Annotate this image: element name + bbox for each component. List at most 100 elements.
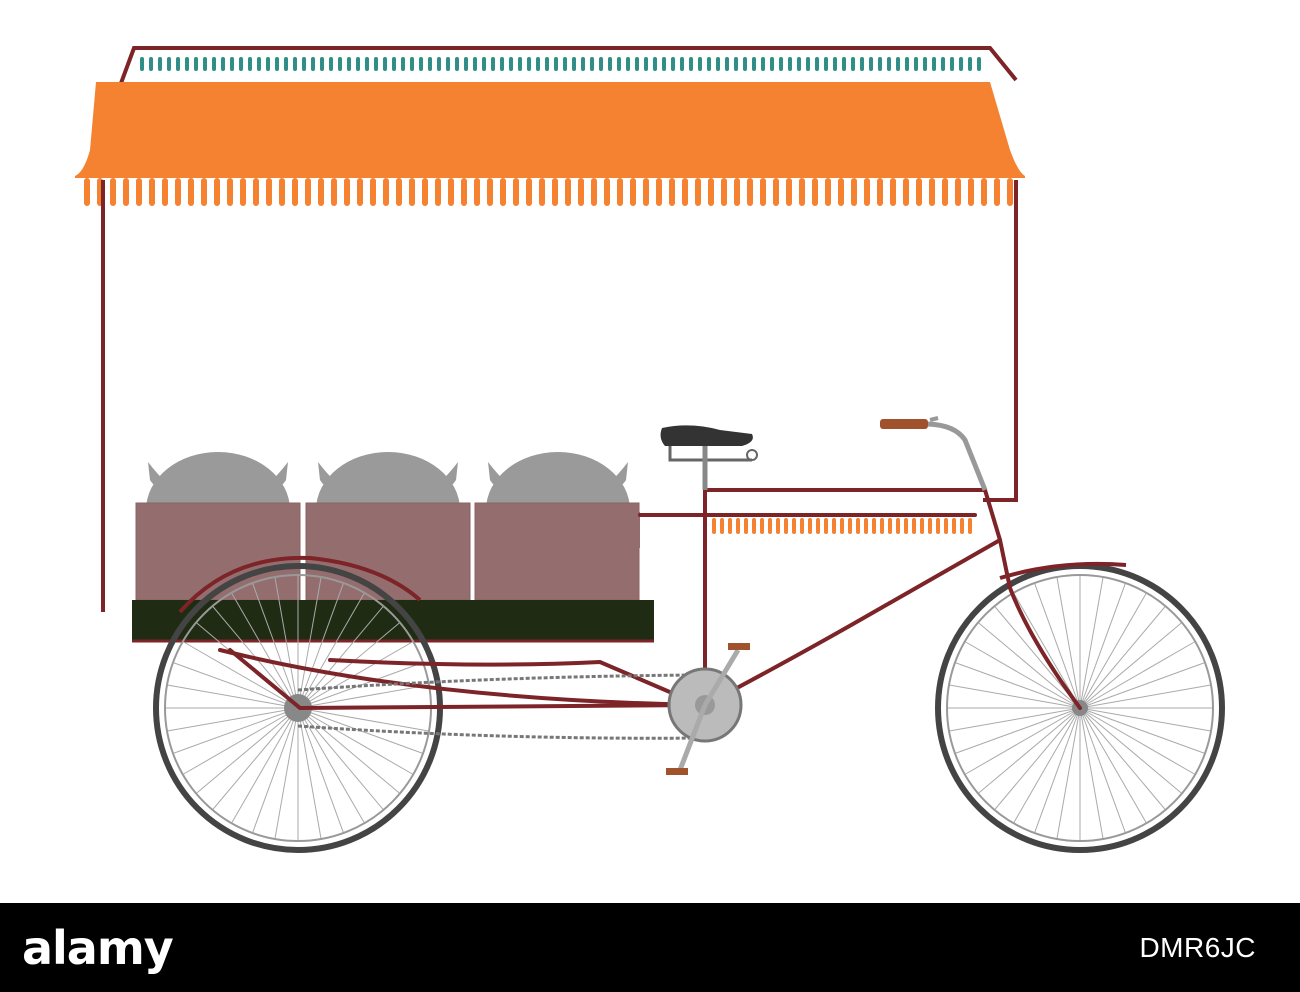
spoke [1079, 577, 1104, 709]
tassel [840, 518, 844, 534]
canopy-tassels [84, 178, 1013, 206]
teal-top-fringe [140, 57, 981, 71]
spoke [1079, 707, 1205, 754]
spoke [297, 641, 413, 709]
tassel [960, 518, 964, 534]
tassel [565, 178, 571, 206]
fringe-bead [203, 57, 207, 71]
fringe-bead [302, 57, 306, 71]
tassel [912, 518, 916, 534]
spoke [1079, 707, 1147, 823]
tassel [422, 178, 428, 206]
tassel [487, 178, 493, 206]
fringe-bead [329, 57, 333, 71]
spoke [1079, 593, 1147, 709]
fringe-bead [563, 57, 567, 71]
fringe-bead [437, 57, 441, 71]
tassel [175, 178, 181, 206]
image-id-label: DMR6JC [1139, 932, 1256, 963]
spoke [297, 707, 429, 732]
spoke [1079, 707, 1104, 839]
spoke [994, 707, 1081, 810]
spoke [1034, 707, 1081, 833]
spoke [1079, 707, 1166, 810]
fringe-bead [545, 57, 549, 71]
fringe-bead [599, 57, 603, 71]
fringe-bead [635, 57, 639, 71]
fringe-bead [626, 57, 630, 71]
tassel [916, 178, 922, 206]
spoke [955, 662, 1081, 709]
tassel [669, 178, 675, 206]
spoke [297, 707, 384, 810]
tassel [643, 178, 649, 206]
tassel [864, 518, 868, 534]
tassel [856, 518, 860, 534]
pedal [666, 768, 688, 775]
tassel [188, 178, 194, 206]
fringe-bead [320, 57, 324, 71]
spoke [978, 707, 1081, 794]
tassel [920, 518, 924, 534]
crate-support [630, 512, 640, 548]
tassel [981, 178, 987, 206]
fringe-bead [806, 57, 810, 71]
fringe-bead [311, 57, 315, 71]
fringe-bead [662, 57, 666, 71]
tassel [928, 518, 932, 534]
tassel [768, 518, 772, 534]
tassel [786, 178, 792, 206]
tassel [838, 178, 844, 206]
fringe-bead [716, 57, 720, 71]
fringe-bead [392, 57, 396, 71]
fringe-bead [941, 57, 945, 71]
fringe-bead [491, 57, 495, 71]
tassel [344, 178, 350, 206]
fringe-bead [671, 57, 675, 71]
tassel [880, 518, 884, 534]
spoke [297, 583, 344, 709]
tassel [253, 178, 259, 206]
fringe-bead [878, 57, 882, 71]
tassel [461, 178, 467, 206]
tassel [617, 178, 623, 206]
crate [305, 502, 471, 601]
tassel [728, 518, 732, 534]
tassel [123, 178, 129, 206]
spoke [1079, 606, 1166, 709]
fringe-bead [896, 57, 900, 71]
spoke [297, 577, 322, 709]
spoke [1034, 583, 1081, 709]
orange-frame-fringe [712, 518, 972, 534]
bicycle-frame [218, 488, 1082, 711]
fringe-bead [536, 57, 540, 71]
tassel [318, 178, 324, 206]
fringe-bead [680, 57, 684, 71]
spoke [297, 707, 322, 839]
tassel [266, 178, 272, 206]
tassel [552, 178, 558, 206]
tassel [513, 178, 519, 206]
spoke [955, 707, 1081, 754]
spoke [212, 707, 299, 810]
fringe-bead [968, 57, 972, 71]
tassel [944, 518, 948, 534]
tassel [201, 178, 207, 206]
tassel [812, 178, 818, 206]
tassel [682, 178, 688, 206]
spoke [173, 707, 299, 754]
tassel [760, 178, 766, 206]
fringe-bead [527, 57, 531, 71]
tassel [848, 518, 852, 534]
tassel [872, 518, 876, 534]
bicycle-chain [297, 673, 706, 740]
fringe-bead [221, 57, 225, 71]
tassel [824, 518, 828, 534]
spoke [1079, 641, 1195, 709]
tassel [936, 518, 940, 534]
spoke [297, 707, 413, 775]
tassel [955, 178, 961, 206]
fringe-bead [869, 57, 873, 71]
fringe-bead [518, 57, 522, 71]
tassel [760, 518, 764, 534]
